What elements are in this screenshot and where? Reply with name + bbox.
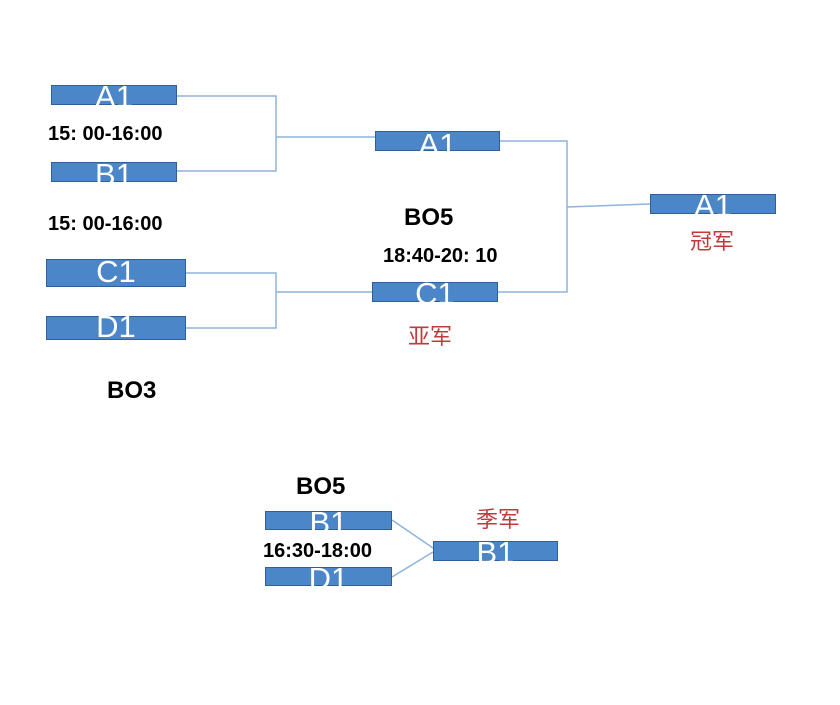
final-format: BO5	[404, 204, 454, 231]
semi1-top-slot: A1	[51, 81, 177, 112]
champion-slot: A1	[650, 190, 776, 221]
runner-up-label: 亚军	[408, 325, 453, 350]
semi2-time: 15: 00-16:00	[48, 213, 163, 235]
final-bottom-slot: C1	[372, 278, 498, 309]
third-top-slot: B1	[265, 507, 392, 538]
semi1-top-label: A1	[95, 79, 133, 114]
semi2-bottom-label: D1	[96, 309, 136, 344]
third-bottom-slot: D1	[265, 563, 392, 594]
semi1-bottom-label: B1	[95, 157, 133, 192]
connector-a1-semi	[177, 95, 277, 172]
semifinal-format: BO3	[107, 377, 157, 404]
third-place-time: 16:30-18:00	[263, 540, 372, 562]
connector-final	[498, 140, 568, 293]
champion-label: 冠军	[690, 230, 735, 255]
semi1-bottom-slot: B1	[51, 159, 177, 190]
third-winner-label: B1	[476, 535, 515, 570]
third-place-label: 季军	[476, 508, 521, 533]
third-top-label: B1	[309, 505, 348, 540]
final-top-slot: A1	[375, 129, 500, 160]
connector-b1-third	[391, 519, 434, 549]
connector-c1-semi	[186, 272, 277, 329]
third-place-format: BO5	[296, 473, 346, 500]
semi2-bottom-slot: D1	[46, 311, 186, 342]
semi1-time: 15: 00-16:00	[48, 123, 163, 145]
final-time: 18:40-20: 10	[383, 245, 498, 267]
champion-name: A1	[694, 188, 732, 223]
connector-final-to-champion	[566, 203, 651, 208]
third-bottom-label: D1	[308, 561, 349, 596]
third-winner-slot: B1	[433, 537, 558, 568]
semi2-top-slot: C1	[46, 254, 186, 289]
semi2-top-label: C1	[96, 254, 136, 289]
final-top-label: A1	[418, 127, 457, 162]
connector-d1-third	[391, 551, 434, 578]
final-bottom-label: C1	[415, 276, 455, 311]
